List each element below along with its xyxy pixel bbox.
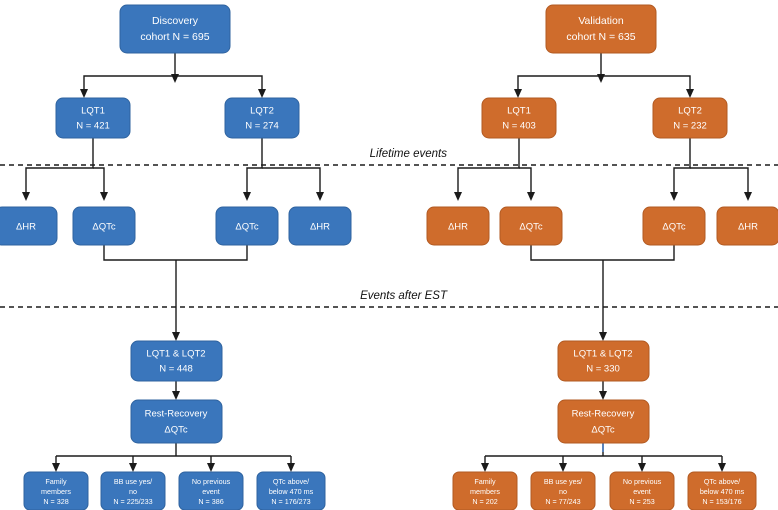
validation-combined-line1: LQT1 & LQT2 [573, 349, 632, 360]
validation-subgroup-no-previous-event[interactable]: No previous event N = 253 [609, 471, 675, 510]
validation-combined-node[interactable]: LQT1 & LQT2 N = 330 [557, 340, 650, 382]
validation-subgroup-2-line3: N = 253 [629, 497, 654, 506]
discovery-combined-node[interactable]: LQT1 & LQT2 N = 448 [130, 340, 223, 382]
discovery-subgroup-family[interactable]: Family members N = 328 [23, 471, 89, 510]
validation-measure-label-2: ΔQTc [662, 222, 685, 233]
validation-measure-dqtc-right[interactable]: ΔQTc [642, 206, 706, 246]
validation-root-node[interactable]: Validation cohort N = 635 [545, 4, 657, 54]
validation-subgroup-0-line1: Family [474, 477, 496, 486]
validation-lqt1-line1: LQT1 [507, 106, 531, 117]
discovery-subgroup-no-previous-event[interactable]: No previous event N = 386 [178, 471, 244, 510]
validation-subgroup-0-line2: members [470, 487, 500, 496]
validation-root-line1: Validation [578, 15, 623, 27]
validation-rest-recovery-node[interactable]: Rest-Recovery ΔQTc [557, 399, 650, 444]
discovery-subgroup-2-line3: N = 386 [198, 497, 223, 506]
discovery-subgroup-0-line3: N = 328 [43, 497, 68, 506]
discovery-subgroup-3-line3: N = 176/273 [271, 497, 310, 506]
validation-subgroup-3-line1: QTc above/ [704, 477, 740, 486]
validation-subgroup-bb-use[interactable]: BB use yes/ no N = 77/243 [530, 471, 596, 510]
divider-events-after-est-label: Events after EST [360, 290, 448, 302]
divider-lifetime-events: Lifetime events [0, 148, 778, 166]
discovery-subgroup-2-line2: event [202, 487, 220, 496]
validation-lqt2-node[interactable]: LQT2 N = 232 [652, 97, 728, 139]
discovery-connectors [22, 53, 324, 472]
validation-lqt2-line1: LQT2 [678, 106, 702, 117]
discovery-measure-label-1: ΔQTc [92, 222, 115, 233]
discovery-subgroup-qtc-threshold[interactable]: QTc above/ below 470 ms N = 176/273 [256, 471, 326, 510]
discovery-rest-recovery-line2: ΔQTc [164, 425, 187, 436]
validation-rest-recovery-line1: Rest-Recovery [572, 409, 635, 420]
validation-lqt1-line2: N = 403 [502, 121, 536, 132]
discovery-measure-label-0: ΔHR [16, 222, 36, 233]
validation-root-line2: cohort N = 635 [566, 31, 635, 43]
validation-subgroup-3-line2: below 470 ms [700, 487, 745, 496]
discovery-measure-dqtc-left[interactable]: ΔQTc [72, 206, 136, 246]
validation-subgroup-2-line1: No previous [623, 477, 662, 486]
validation-subgroup-1-line1: BB use yes/ [544, 477, 582, 486]
validation-subgroup-1-line3: N = 77/243 [545, 497, 580, 506]
divider-events-after-est: Events after EST [0, 290, 778, 308]
validation-measure-label-3: ΔHR [738, 222, 758, 233]
discovery-subgroup-0-line1: Family [45, 477, 67, 486]
validation-subgroup-3-line3: N = 153/176 [702, 497, 741, 506]
validation-measure-dhr-left[interactable]: ΔHR [426, 206, 490, 246]
discovery-root-line1: Discovery [152, 15, 199, 27]
validation-combined-line2: N = 330 [586, 364, 620, 375]
validation-lqt2-line2: N = 232 [673, 121, 707, 132]
discovery-measure-label-3: ΔHR [310, 222, 330, 233]
discovery-lqt2-node[interactable]: LQT2 N = 274 [224, 97, 300, 139]
discovery-lqt1-line1: LQT1 [81, 106, 105, 117]
validation-measure-label-0: ΔHR [448, 222, 468, 233]
validation-lqt1-node[interactable]: LQT1 N = 403 [481, 97, 557, 139]
discovery-lqt1-line2: N = 421 [76, 121, 110, 132]
discovery-measure-dhr-right[interactable]: ΔHR [288, 206, 352, 246]
discovery-measure-dhr-left[interactable]: ΔHR [0, 206, 58, 246]
discovery-rest-recovery-node[interactable]: Rest-Recovery ΔQTc [130, 399, 223, 444]
validation-connectors [454, 53, 752, 472]
discovery-combined-line2: N = 448 [159, 364, 193, 375]
validation-subgroup-2-line2: event [633, 487, 651, 496]
validation-subgroup-1-line2: no [559, 487, 567, 496]
discovery-subgroup-2-line1: No previous [192, 477, 231, 486]
discovery-rest-recovery-line1: Rest-Recovery [145, 409, 208, 420]
discovery-subgroup-1-line1: BB use yes/ [114, 477, 152, 486]
discovery-subgroup-0-line2: members [41, 487, 71, 496]
discovery-lqt2-line2: N = 274 [245, 121, 279, 132]
discovery-root-line2: cohort N = 695 [140, 31, 209, 43]
discovery-lqt2-line1: LQT2 [250, 106, 274, 117]
validation-measure-dqtc-left[interactable]: ΔQTc [499, 206, 563, 246]
validation-measure-label-1: ΔQTc [519, 222, 542, 233]
discovery-subgroup-3-line2: below 470 ms [269, 487, 314, 496]
validation-rest-recovery-line2: ΔQTc [591, 425, 614, 436]
discovery-measure-label-2: ΔQTc [235, 222, 258, 233]
validation-subgroup-family[interactable]: Family members N = 202 [452, 471, 518, 510]
discovery-subgroup-bb-use[interactable]: BB use yes/ no N = 225/233 [100, 471, 166, 510]
discovery-lqt1-node[interactable]: LQT1 N = 421 [55, 97, 131, 139]
validation-subgroup-qtc-threshold[interactable]: QTc above/ below 470 ms N = 153/176 [687, 471, 757, 510]
discovery-root-node[interactable]: Discovery cohort N = 695 [119, 4, 231, 54]
discovery-subgroup-1-line3: N = 225/233 [113, 497, 152, 506]
discovery-subgroup-1-line2: no [129, 487, 137, 496]
validation-subgroup-0-line3: N = 202 [472, 497, 497, 506]
discovery-combined-line1: LQT1 & LQT2 [146, 349, 205, 360]
validation-measure-dhr-right[interactable]: ΔHR [716, 206, 778, 246]
discovery-subgroup-3-line1: QTc above/ [273, 477, 309, 486]
discovery-measure-dqtc-right[interactable]: ΔQTc [215, 206, 279, 246]
divider-lifetime-events-label: Lifetime events [370, 148, 448, 160]
